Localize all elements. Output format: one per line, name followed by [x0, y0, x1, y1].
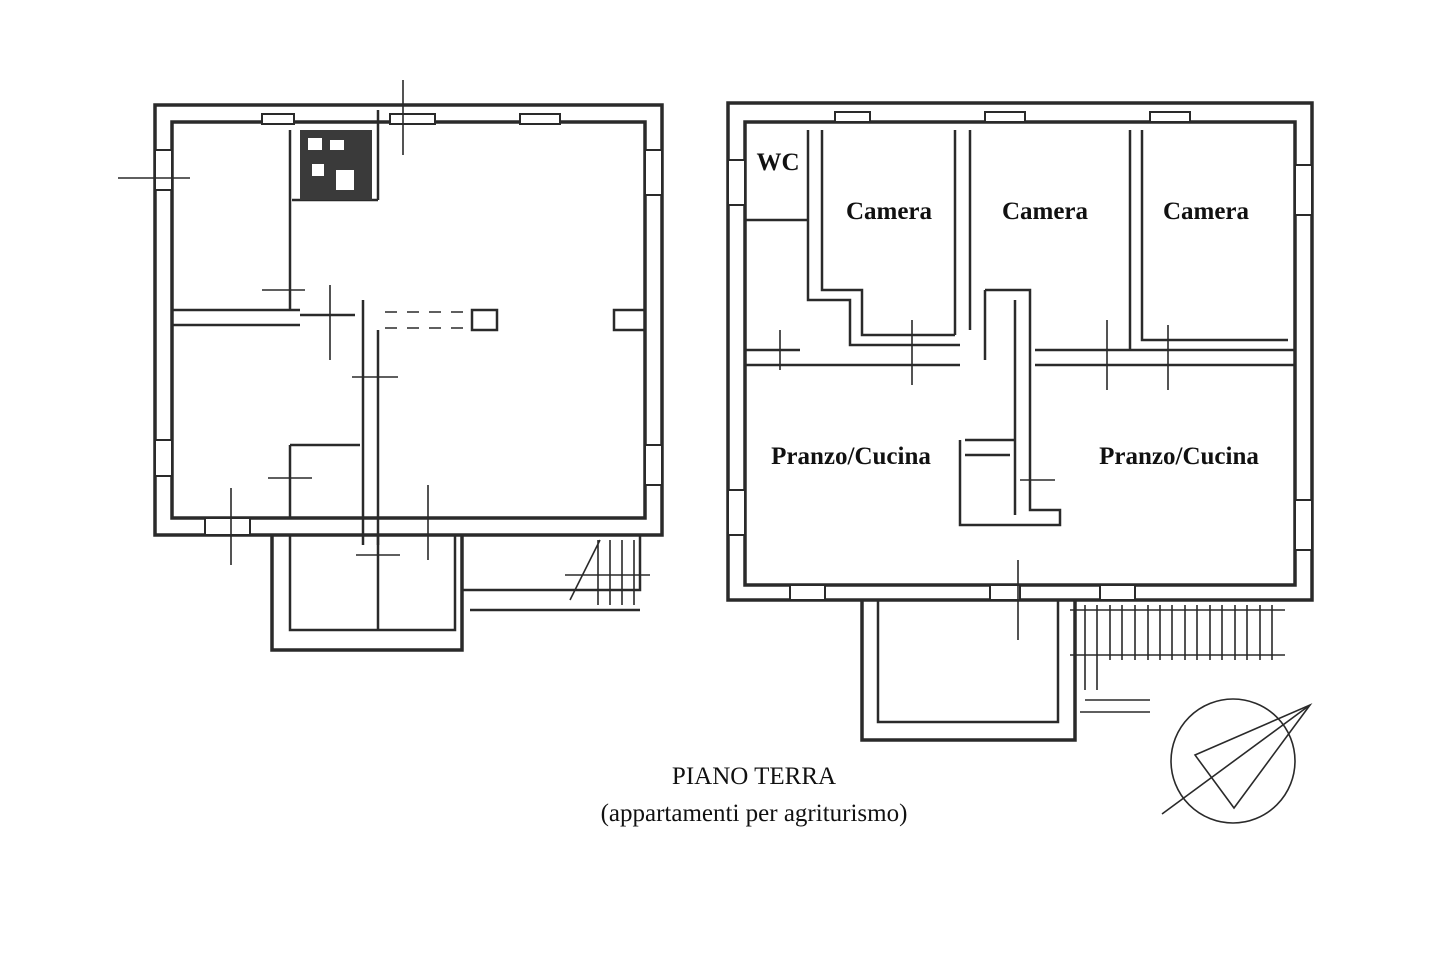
plan-title: PIANO TERRA	[671, 763, 837, 790]
room-label-camera: Camera	[1001, 198, 1089, 225]
room-label-pranzo-cucina: Pranzo/Cucina	[771, 443, 931, 470]
room-label-camera: Camera	[1162, 198, 1250, 225]
left-floor-plan	[118, 80, 664, 652]
right-floor-plan	[726, 101, 1314, 742]
room-label-camera: Camera	[845, 198, 933, 225]
plan-subtitle: (appartamenti per agriturismo)	[600, 800, 908, 827]
room-label-pranzo-cucina: Pranzo/Cucina	[1099, 443, 1259, 470]
north-arrow-icon	[1161, 698, 1313, 824]
room-label-wc: WC	[756, 149, 800, 176]
